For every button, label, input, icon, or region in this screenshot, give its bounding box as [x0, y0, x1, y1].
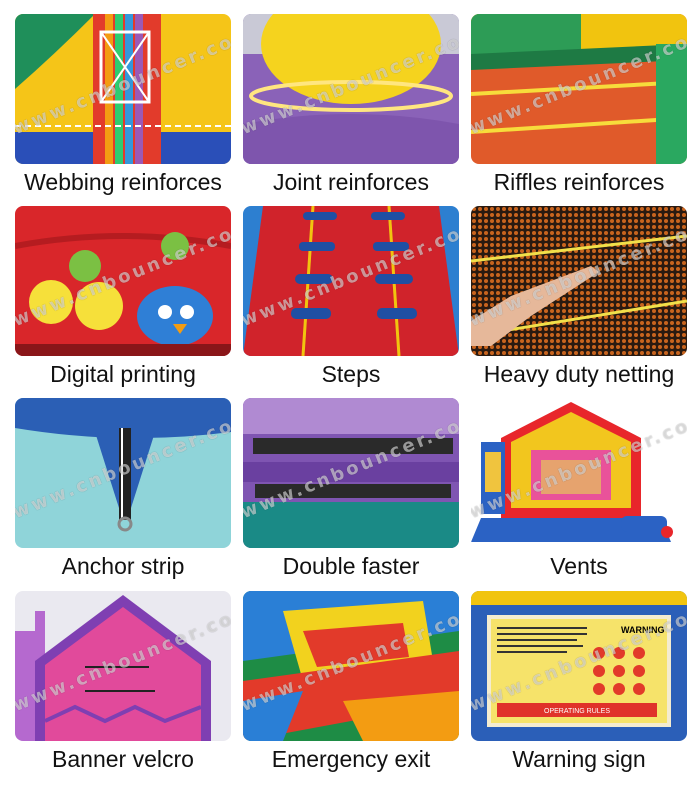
riffles-photo: www.cnbouncer.com: [471, 14, 687, 164]
warning-title: WARNING: [621, 625, 665, 635]
caption-banner-velcro: Banner velcro: [52, 746, 194, 772]
caption-vents: Vents: [550, 553, 608, 579]
steps-photo: www.cnbouncer.com: [243, 206, 459, 356]
caption-warning-sign: Warning sign: [512, 746, 646, 772]
caption-netting: Heavy duty netting: [483, 361, 675, 387]
netting-photo: www.cnbouncer.com: [471, 206, 687, 356]
double-faster-photo: www.cnbouncer.com: [243, 398, 459, 548]
caption-double-faster: Double faster: [282, 553, 420, 579]
vents-photo: www.cnbouncer.com: [471, 398, 687, 548]
warning-subtitle: OPERATING RULES: [544, 708, 610, 715]
caption-digital-printing: Digital printing: [50, 361, 196, 387]
caption-riffles: Riffles reinforces: [493, 169, 665, 195]
warning-sign-photo: WARNING OPERATING RULES www.cnbouncer.co…: [471, 591, 687, 741]
anchor-photo: www.cnbouncer.com: [15, 398, 231, 548]
caption-emergency-exit: Emergency exit: [271, 746, 431, 772]
banner-velcro-photo: www.cnbouncer.com: [15, 591, 231, 741]
webbing-photo: www.cnbouncer.com: [15, 14, 231, 164]
caption-webbing: Webbing reinforces: [24, 169, 222, 195]
caption-joint: Joint reinforces: [273, 169, 429, 195]
emergency-exit-photo: www.cnbouncer.com: [243, 591, 459, 741]
caption-steps: Steps: [321, 361, 381, 387]
digital-printing-photo: www.cnbouncer.com: [15, 206, 231, 356]
caption-anchor: Anchor strip: [61, 553, 185, 579]
joint-photo: www.cnbouncer.com: [243, 14, 459, 164]
